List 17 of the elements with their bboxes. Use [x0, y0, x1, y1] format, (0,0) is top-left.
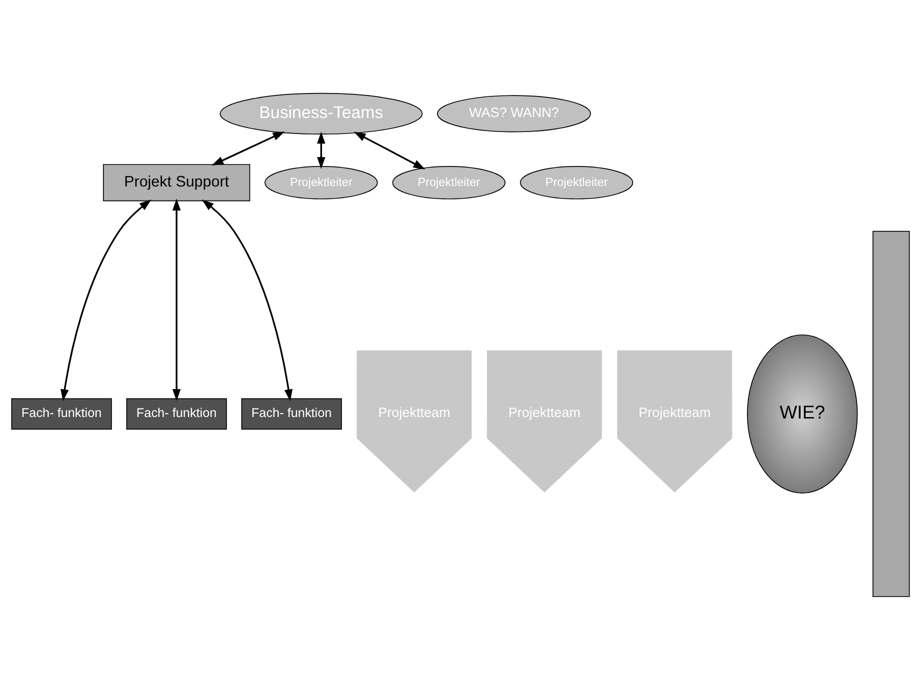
- arrow: [60, 199, 152, 402]
- arrow: [354, 132, 426, 170]
- node-box: Projekt Support: [103, 164, 250, 202]
- node-ellipse: Projektleiter: [520, 166, 634, 200]
- arrow: [317, 132, 326, 169]
- node-ellipse: WIE?: [746, 334, 858, 494]
- node-bar: [872, 230, 910, 598]
- node-ellipse: Projektleiter: [392, 166, 506, 200]
- arrow: [212, 132, 285, 166]
- node-ellipse: WAS? WANN?: [437, 95, 591, 132]
- node-box: Fach- funktion: [126, 398, 227, 430]
- node-box: Fach- funktion: [241, 398, 342, 430]
- node-box: Fach- funktion: [11, 398, 112, 430]
- node-ellipse: Projektleiter: [264, 166, 378, 200]
- node-ellipse: Business-Teams: [220, 92, 423, 134]
- arrow: [172, 198, 181, 401]
- arrow: [202, 199, 293, 402]
